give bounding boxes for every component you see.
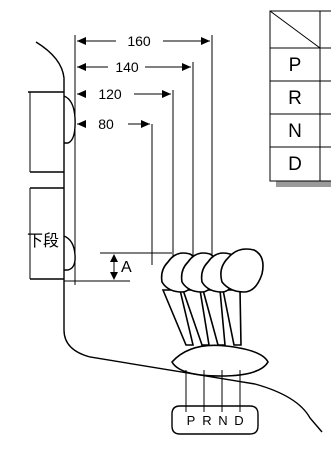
console-outline [28, 41, 323, 433]
gate-plate: P R N D [171, 405, 259, 435]
shift-levers [160, 248, 269, 377]
lever-stem-d [222, 289, 242, 346]
arrowhead [77, 90, 86, 98]
table-header-diagonal [269, 10, 321, 49]
arrowhead [162, 90, 171, 98]
dimension-label-140: 140 [115, 59, 139, 75]
arrowhead [77, 63, 86, 71]
arrowhead [77, 120, 86, 128]
console-bump-lower [63, 235, 76, 271]
lower-step-label: 下段 [27, 232, 59, 250]
dimension-label-160: 160 [127, 33, 151, 49]
gate-plate-outline [171, 405, 259, 435]
position-table: P R N D [269, 10, 331, 187]
table-row-label-n: N [288, 121, 302, 142]
table-body [269, 10, 331, 182]
gate-letter-p: P [187, 413, 196, 428]
console-bump-upper [63, 95, 76, 144]
table-row-label-d: D [288, 154, 302, 175]
table-row-label-r: R [288, 88, 302, 109]
dimension-label-120: 120 [98, 86, 122, 102]
dimension-label-80: 80 [98, 116, 114, 132]
gate-letter-n: N [218, 413, 227, 428]
table-row-label-p: P [289, 55, 302, 76]
dimension-lines: 160 140 120 80 A [64, 33, 213, 285]
arrowhead [77, 37, 86, 45]
gate-letter-d: D [234, 413, 243, 428]
arrowhead [182, 63, 191, 71]
lever-knob-d [220, 248, 264, 293]
gate-lines [185, 370, 241, 412]
lever-base-boot [171, 344, 269, 377]
arrowhead [110, 254, 118, 262]
arrowhead [201, 37, 210, 45]
height-label: A [121, 259, 132, 276]
arrowhead [110, 272, 118, 280]
gate-letter-r: R [202, 413, 211, 428]
arrowhead [141, 120, 150, 128]
